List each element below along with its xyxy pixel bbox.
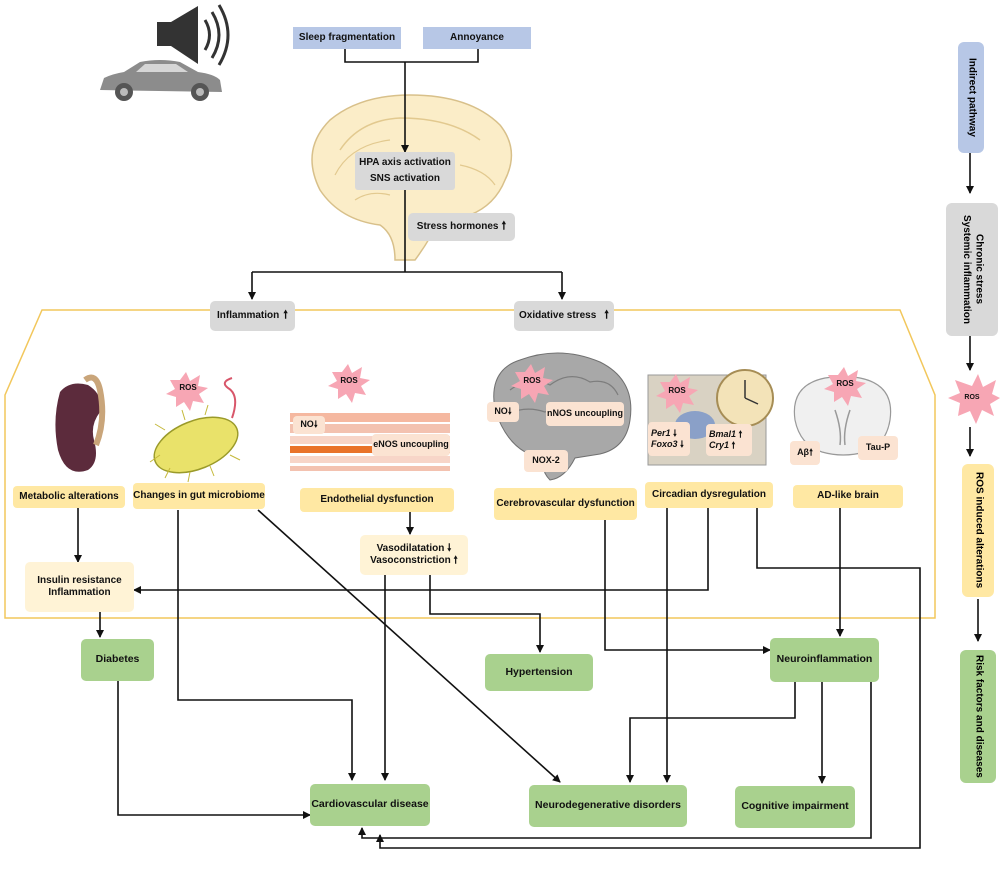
up-arrow-icon: 🠕 [604,309,609,322]
no-decrease-tag: NO🠗 [293,416,325,434]
hpa-label: HPA axis activation [359,156,451,168]
annoyance-label: Annoyance [450,31,504,43]
inflammation-label: Inflammation [217,309,280,321]
hypertension-box: Hypertension [485,654,593,691]
speaker-icon [157,4,230,66]
ros-frame [4,309,936,619]
sns-label: SNS activation [369,173,441,184]
ros-burst-icon [166,364,1000,424]
up-arrow-icon: 🠕 [453,555,458,566]
annoyance-box: Annoyance [423,27,531,49]
risk-factors-box: Risk factors and diseases [960,650,996,783]
foxo3-label: Foxo3 [651,439,678,449]
ros-induced-box: ROS induced alterations [962,464,994,597]
no-label: NO [300,419,314,430]
stress-hormones-label: Stress hormones [416,220,499,232]
no-label: NO [494,406,508,417]
bmal1-row: Bmal1 🠕 [709,429,742,440]
bacterium-illustration [149,377,241,483]
kidney-illustration [55,374,106,472]
diabetes-box: Diabetes [81,639,154,681]
ad-like-brain-box: AD-like brain [793,485,903,508]
inflammation-box: Inflammation 🠕 [210,301,295,331]
per1-row: Per1 🠗 [651,428,677,439]
indirect-pathway-label: Indirect pathway [966,58,978,137]
insulin-resistance-box: Insulin resistance Inflammation [25,562,134,612]
insulin-resistance-label: Insulin resistance [37,574,122,586]
neurodegenerative-disorders-box: Neurodegenerative disorders [529,785,687,827]
up-arrow-icon: 🠕 [809,447,813,458]
chronic-stress-line: Chronic stress [973,234,985,305]
vessel-illustration [290,413,450,471]
ros-induced-label: ROS induced alterations [973,472,985,589]
abeta-tag: Aβ🠕 [790,441,820,465]
sleep-fragmentation-box: Sleep fragmentation [293,27,401,49]
ros-label: ROS [179,383,197,392]
nox2-tag: NOX-2 [524,450,568,472]
risk-factors-label: Risk factors and diseases [973,655,985,778]
side-ros-label: ROS [964,393,980,401]
systemic-inflammation-line: Systemic inflammation [961,215,972,324]
cardiovascular-disease-box: Cardiovascular disease [310,784,430,826]
up-arrow-icon: 🠕 [731,440,736,450]
cry1-label: Cry1 [709,440,730,450]
abeta-label: Aβ [797,447,810,458]
enos-uncoupling-tag: eNOS uncoupling [372,434,450,456]
coronal-brain-illustration [793,375,892,456]
bmal1-label: Bmal1 [709,428,737,439]
no-decrease-tag: NO🠗 [487,402,519,422]
car-icon [100,60,222,101]
ros-label: ROS [836,379,854,388]
down-arrow-icon: 🠗 [673,427,677,438]
metabolic-alterations-box: Metabolic alterations [13,486,125,508]
hpa-sns-box: HPA axis activation SNS activation [355,152,455,190]
per1-foxo3-tag: Per1 🠗 Foxo3 🠗 [648,422,690,456]
per1-label: Per1 [651,427,671,438]
arrows [74,49,982,849]
vasoconstriction-row: Vasoconstriction 🠕 [370,555,458,568]
up-arrow-icon: 🠕 [738,428,743,439]
ros-label: ROS [340,376,358,385]
ros-label: ROS [668,386,686,395]
gut-microbiome-box: Changes in gut microbiome [133,483,265,509]
down-arrow-icon: 🠗 [447,542,452,554]
sleep-fragmentation-label: Sleep fragmentation [298,31,396,43]
bmal1-cry1-tag: Bmal1 🠕 Cry1 🠕 [706,424,752,456]
cerebrovascular-dysfunction-box: Cerebrovascular dysfunction [494,488,637,520]
cry1-row: Cry1 🠕 [709,440,735,451]
stress-hormones-box: Stress hormones 🠕 [408,213,515,241]
endothelial-dysfunction-box: Endothelial dysfunction [300,488,454,512]
down-arrow-icon: 🠗 [680,439,684,449]
neuroinflammation-box: Neuroinflammation [770,638,879,682]
nnos-uncoupling-tag: nNOS uncoupling [546,402,624,426]
down-arrow-icon: 🠗 [313,419,318,430]
vasodilatation-row: Vasodilatation 🠗 [377,543,452,556]
taup-tag: Tau-P [858,436,898,460]
vasodilatation-label: Vasodilatation [376,542,445,554]
ros-label: ROS [523,376,541,385]
foxo3-row: Foxo3 🠗 [651,439,684,450]
circadian-dysregulation-box: Circadian dysregulation [645,482,773,508]
cognitive-impairment-box: Cognitive impairment [735,786,855,828]
up-arrow-icon: 🠕 [283,309,288,322]
oxidative-stress-label: Oxidative stress [519,309,597,321]
vasoconstriction-label: Vasoconstriction [370,555,451,566]
down-arrow-icon: 🠗 [507,406,512,417]
up-arrow-icon: 🠕 [501,220,507,233]
vaso-box: Vasodilatation 🠗 Vasoconstriction 🠕 [360,535,468,575]
indirect-pathway-box: Indirect pathway [958,42,984,153]
inflammation-label: Inflammation [48,587,111,598]
oxidative-stress-box: Oxidative stress 🠕 [514,301,614,331]
